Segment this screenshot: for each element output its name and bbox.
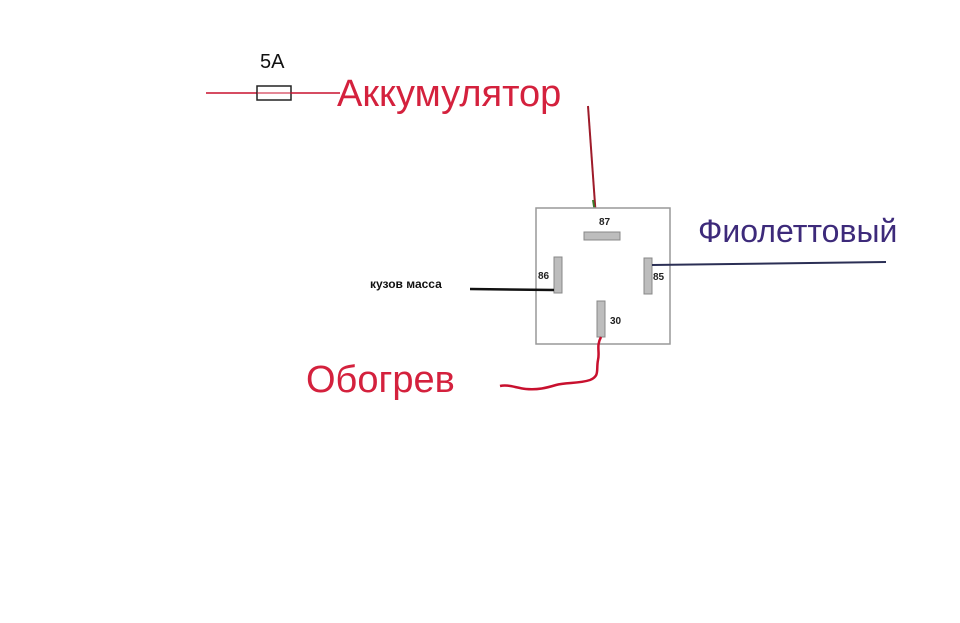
heater-label: Обогрев (306, 359, 455, 401)
pin-label-85: 85 (653, 272, 665, 283)
pin-label-87: 87 (599, 217, 611, 228)
battery-label: Аккумулятор (337, 73, 561, 115)
relay-pin-85 (643, 257, 653, 295)
ground-label: кузов масса (370, 277, 442, 291)
violet-wire (651, 261, 887, 266)
pin-label-30: 30 (610, 316, 622, 327)
relay-pin-87 (583, 231, 621, 241)
relay-pin-30 (596, 300, 606, 338)
heater-wire (499, 336, 603, 391)
ground-wire (469, 287, 555, 292)
pin-label-86: 86 (538, 271, 550, 282)
relay-pin-86 (553, 256, 563, 294)
fuse-label: 5A (260, 51, 285, 73)
violet-label: Фиолеттовый (698, 213, 897, 249)
